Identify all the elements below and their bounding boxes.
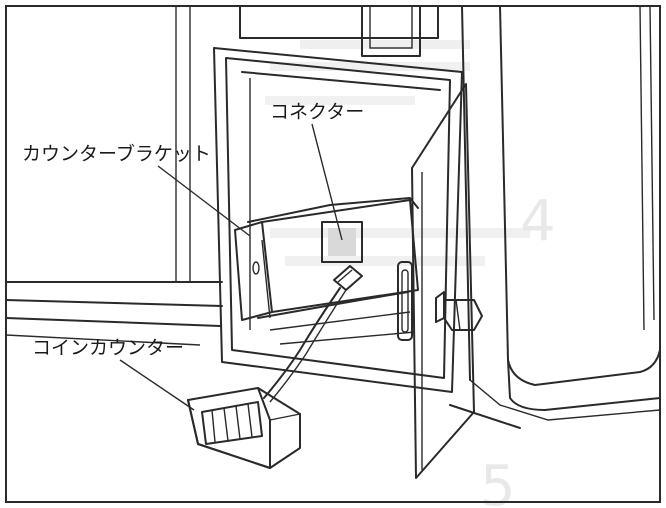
figure-frame — [5, 5, 661, 503]
leader-coin-counter — [119, 359, 195, 411]
coin-counter-cable-2 — [269, 289, 347, 403]
connector-window — [321, 221, 363, 263]
coin-counter-cable — [263, 287, 341, 399]
leader-counter-bracket — [157, 165, 251, 237]
machine-cabinet — [5, 5, 661, 429]
leader-connector — [311, 123, 343, 241]
coin-counter-unit — [187, 387, 301, 469]
label-coin-counter: コインカウンター — [32, 337, 184, 359]
door-opening — [213, 47, 463, 393]
label-connector: コネクター — [270, 101, 364, 123]
bleed-section-4: 4 — [520, 189, 556, 254]
label-counter-bracket: カウンターブラケット — [22, 142, 211, 165]
bleed-through-text: 4 5 — [265, 40, 556, 508]
bleed-section-5: 5 — [480, 454, 516, 508]
connector-plug — [333, 265, 363, 291]
counter-bracket — [234, 199, 419, 321]
machine-door — [397, 83, 483, 479]
